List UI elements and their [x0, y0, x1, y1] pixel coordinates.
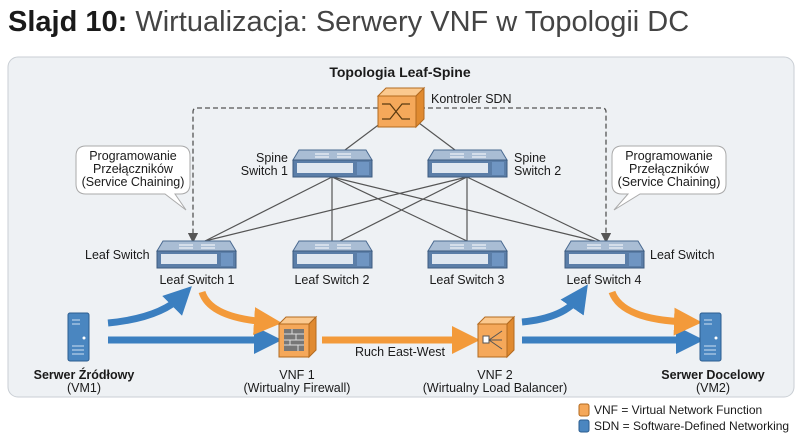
firewall-icon[interactable] [277, 315, 318, 359]
leaf-switch-1[interactable] [156, 240, 237, 269]
leaf-side-label-right: Leaf Switch [650, 248, 715, 262]
controller-label: Kontroler SDN [431, 92, 512, 106]
sdn-controller-icon[interactable] [376, 86, 426, 129]
panel-title: Topologia Leaf-Spine [329, 64, 471, 80]
target-server-name: Serwer Docelowy [661, 368, 765, 382]
east-west-label: Ruch East-West [355, 345, 446, 359]
leaf-1-label: Leaf Switch 1 [159, 273, 234, 287]
source-server-sub: (VM1) [67, 381, 101, 395]
spine-switch-2[interactable] [427, 149, 508, 178]
leaf-3-label: Leaf Switch 3 [429, 273, 504, 287]
legend-vnf-swatch [578, 403, 590, 417]
spine-switch-1[interactable] [292, 149, 373, 178]
target-server-icon[interactable] [699, 312, 722, 362]
leaf-switch-2[interactable] [292, 240, 373, 269]
leaf-side-label-left: Leaf Switch [85, 248, 150, 262]
page-title: Slajd 10: Wirtualizacja: Serwery VNF w T… [8, 6, 689, 38]
vnf2-name: VNF 2 [477, 368, 512, 382]
legend: VNF = Virtual Network Function SDN = Sof… [578, 403, 789, 433]
leaf-switch-4[interactable] [564, 240, 645, 269]
legend-sdn-swatch [578, 419, 590, 433]
topology-panel [7, 56, 795, 398]
source-server-name: Serwer Źródłowy [34, 367, 135, 382]
leaf-4-label: Leaf Switch 4 [566, 273, 641, 287]
traffic-flows [107, 284, 704, 354]
legend-vnf-text: VNF = Virtual Network Function [594, 403, 762, 417]
target-server-sub: (VM2) [696, 381, 730, 395]
leaf-2-label: Leaf Switch 2 [294, 273, 369, 287]
vnf1-name: VNF 1 [279, 368, 314, 382]
control-link-left [187, 107, 378, 244]
legend-sdn-text: SDN = Software-Defined Networking [594, 419, 789, 433]
leaf-switch-3[interactable] [427, 240, 508, 269]
source-server-icon[interactable] [67, 312, 90, 362]
control-link-right [420, 107, 612, 244]
vnf2-sub: (Wirtualny Load Balancer) [423, 381, 568, 395]
vnf1-sub: (Wirtualny Firewall) [244, 381, 351, 395]
load-balancer-icon[interactable] [476, 315, 516, 359]
